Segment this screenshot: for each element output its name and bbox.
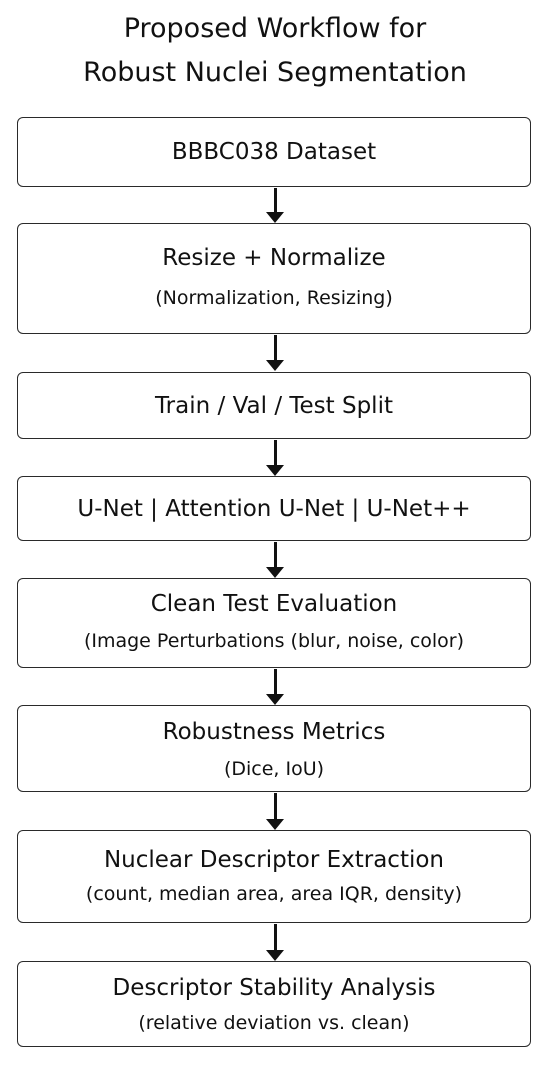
step-box-models: U-Net | Attention U-Net | U-Net++ (17, 476, 531, 541)
step-title: Train / Val / Test Split (155, 393, 393, 419)
step-title: U-Net | Attention U-Net | U-Net++ (77, 496, 471, 522)
step-box-robustness-metrics: Robustness Metrics (Dice, IoU) (17, 705, 531, 792)
step-box-dataset: BBBC038 Dataset (17, 117, 531, 187)
flow-arrow-down (263, 188, 287, 223)
diagram-title-line-2: Robust Nuclei Segmentation (83, 57, 467, 88)
step-title: BBBC038 Dataset (171, 139, 377, 165)
step-box-descriptor-extraction: Nuclear Descriptor Extraction (count, me… (17, 830, 531, 923)
step-title: Descriptor Stability Analysis (112, 975, 436, 1001)
flow-arrow-down (263, 542, 287, 578)
step-title: Nuclear Descriptor Extraction (103, 847, 445, 873)
step-subtitle: (count, median area, area IQR, density) (85, 883, 463, 905)
diagram-title-line-1: Proposed Workflow for (123, 13, 427, 44)
step-subtitle: (Dice, IoU) (223, 758, 325, 780)
step-box-preprocessing: Resize + Normalize (Normalization, Resiz… (17, 223, 531, 334)
step-box-data-split: Train / Val / Test Split (17, 372, 531, 439)
step-title: Resize + Normalize (162, 245, 386, 271)
step-title: Clean Test Evaluation (150, 591, 398, 617)
flow-arrow-down (263, 440, 287, 476)
step-subtitle: (relative deviation vs. clean) (138, 1012, 410, 1034)
flow-arrow-down (263, 924, 287, 961)
flow-arrow-down (263, 793, 287, 830)
flow-arrow-down (263, 335, 287, 371)
step-subtitle: (Image Perturbations (blur, noise, color… (83, 630, 465, 652)
step-subtitle: (Normalization, Resizing) (155, 287, 393, 309)
flow-arrow-down (263, 669, 287, 705)
step-box-stability-analysis: Descriptor Stability Analysis (relative … (17, 961, 531, 1047)
step-box-clean-test-evaluation: Clean Test Evaluation (Image Perturbatio… (17, 578, 531, 668)
step-title: Robustness Metrics (162, 719, 386, 745)
